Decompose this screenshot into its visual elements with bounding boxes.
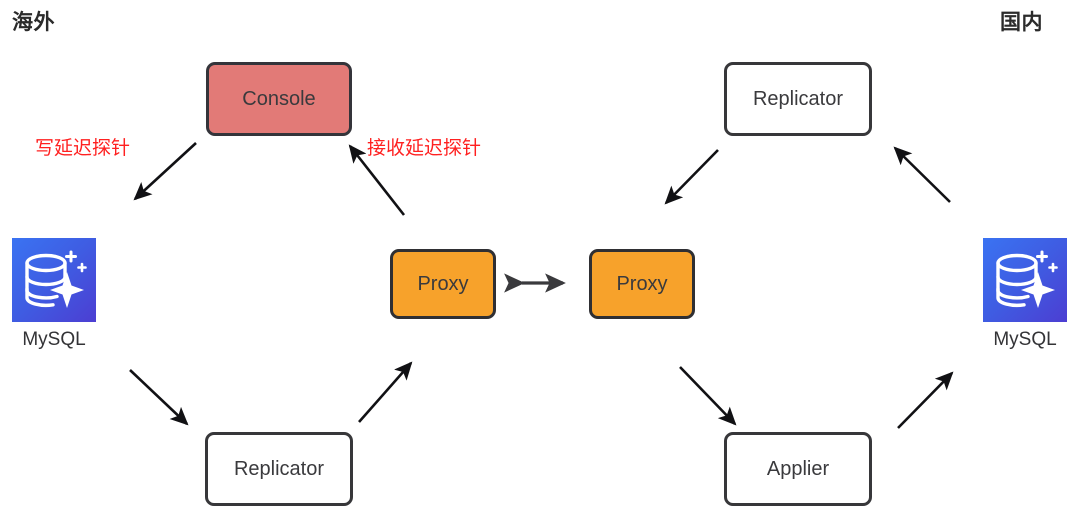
annotation-receive-latency-probe: 接收延迟探针: [367, 138, 482, 159]
database-sparkle-icon: [983, 238, 1067, 322]
node-mysql-overseas-label: MySQL: [22, 329, 86, 350]
arrow-mysql-left-to-replicator-left: [129, 369, 189, 426]
region-label-domestic: 国内: [1000, 11, 1043, 34]
node-mysql-domestic[interactable]: MySQL: [979, 238, 1071, 349]
node-proxy-overseas-label: Proxy: [417, 272, 469, 295]
node-replicator-domestic-label: Replicator: [752, 87, 844, 110]
arrow-mysql-right-to-replicator-right: [893, 146, 951, 203]
node-replicator-domestic[interactable]: Replicator: [724, 62, 872, 136]
node-mysql-domestic-label: MySQL: [993, 329, 1057, 350]
node-replicator-overseas-label: Replicator: [233, 457, 325, 480]
node-applier[interactable]: Applier: [724, 432, 872, 506]
node-proxy-overseas[interactable]: Proxy: [390, 249, 496, 319]
node-console[interactable]: Console: [206, 62, 352, 136]
node-console-label: Console: [242, 87, 316, 110]
database-sparkle-icon: [12, 238, 96, 322]
arrow-replicator-left-to-proxy-left: [358, 361, 413, 423]
node-proxy-domestic-label: Proxy: [616, 272, 668, 295]
node-applier-label: Applier: [766, 457, 830, 480]
arrow-applier-to-mysql-right: [897, 371, 954, 429]
node-replicator-overseas[interactable]: Replicator: [205, 432, 353, 506]
node-proxy-domestic[interactable]: Proxy: [589, 249, 695, 319]
arrow-proxy-right-to-applier: [679, 366, 737, 426]
annotation-write-latency-probe: 写延迟探针: [35, 138, 131, 159]
arrow-console-to-mysql-left: [133, 142, 197, 201]
region-label-overseas: 海外: [12, 11, 55, 34]
arrow-replicator-right-to-proxy-right: [664, 149, 719, 205]
node-mysql-overseas[interactable]: MySQL: [8, 238, 100, 349]
